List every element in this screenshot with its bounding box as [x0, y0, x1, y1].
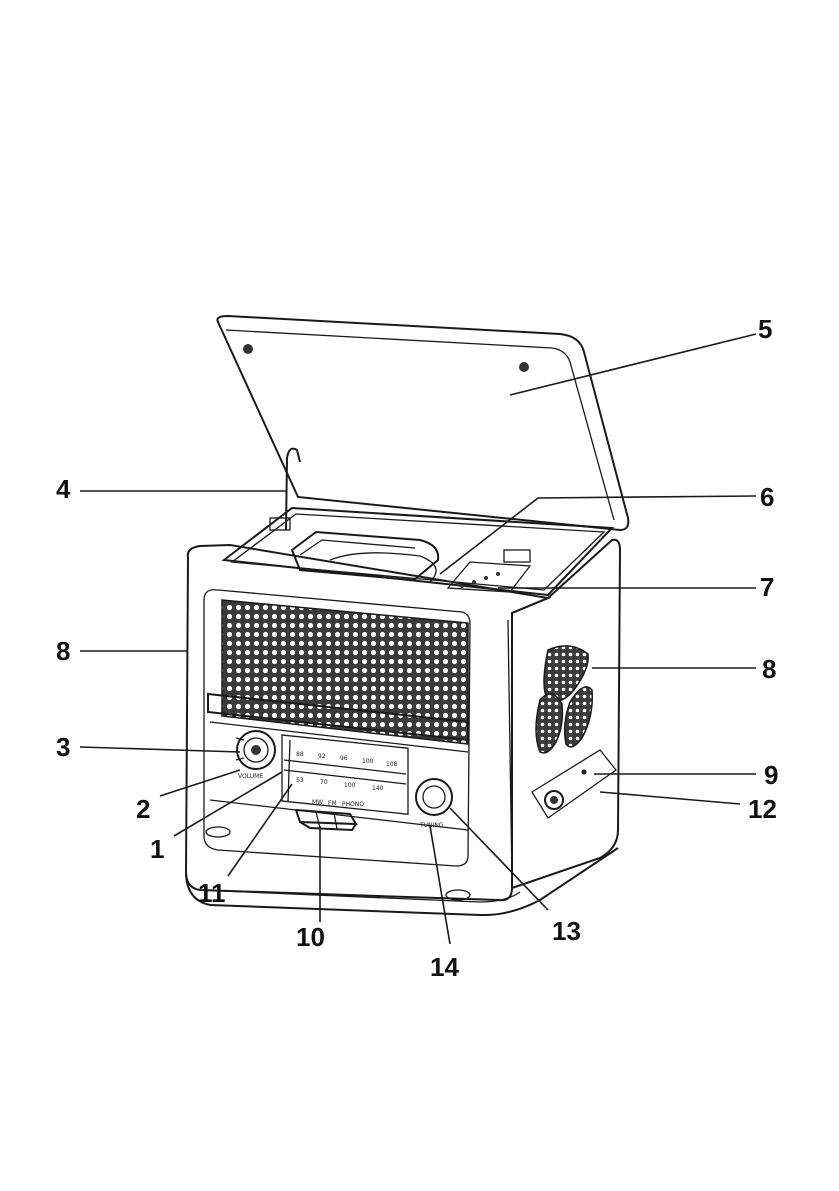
- svg-text:53: 53: [296, 777, 304, 784]
- band-label-fm: FM: [328, 800, 337, 807]
- callout-14: 14: [430, 952, 459, 982]
- callout-7: 7: [760, 572, 774, 602]
- turntable-deck: [224, 508, 612, 595]
- callout-8-left: 8: [56, 636, 70, 666]
- band-label-mw: MW: [312, 799, 323, 806]
- volume-label: VOLUME: [238, 773, 263, 780]
- side-ports: [532, 750, 616, 818]
- band-label-phono: PHONO: [342, 801, 364, 808]
- callout-10: 12: [748, 794, 777, 824]
- callout-6: 6: [760, 482, 774, 512]
- callout-9: 9: [764, 760, 778, 790]
- tuning-knob: TUNING: [416, 779, 452, 829]
- side-speaker: [536, 646, 592, 753]
- svg-text:88: 88: [296, 751, 304, 758]
- svg-text:100: 100: [344, 782, 356, 789]
- callout-11: 10: [296, 922, 325, 952]
- svg-text:108: 108: [386, 761, 398, 768]
- svg-text:96: 96: [340, 755, 348, 762]
- svg-text:140: 140: [372, 785, 384, 792]
- svg-text:100: 100: [362, 758, 374, 765]
- callout-4: 4: [56, 474, 71, 504]
- front-speaker-grille: [222, 600, 468, 744]
- callout-2: 2: [136, 794, 150, 824]
- callout-8-right: 8: [762, 654, 776, 684]
- callout-3: 3: [56, 732, 70, 762]
- callout-5: 5: [758, 314, 772, 344]
- callout-1: 1: [150, 834, 164, 864]
- svg-text:70: 70: [320, 779, 328, 786]
- tuning-label: TUNING: [419, 822, 444, 829]
- callout-13: 13: [552, 916, 581, 946]
- callout-12: 11: [198, 878, 226, 908]
- svg-text:92: 92: [318, 753, 326, 760]
- volume-knob: VOLUME: [236, 731, 275, 780]
